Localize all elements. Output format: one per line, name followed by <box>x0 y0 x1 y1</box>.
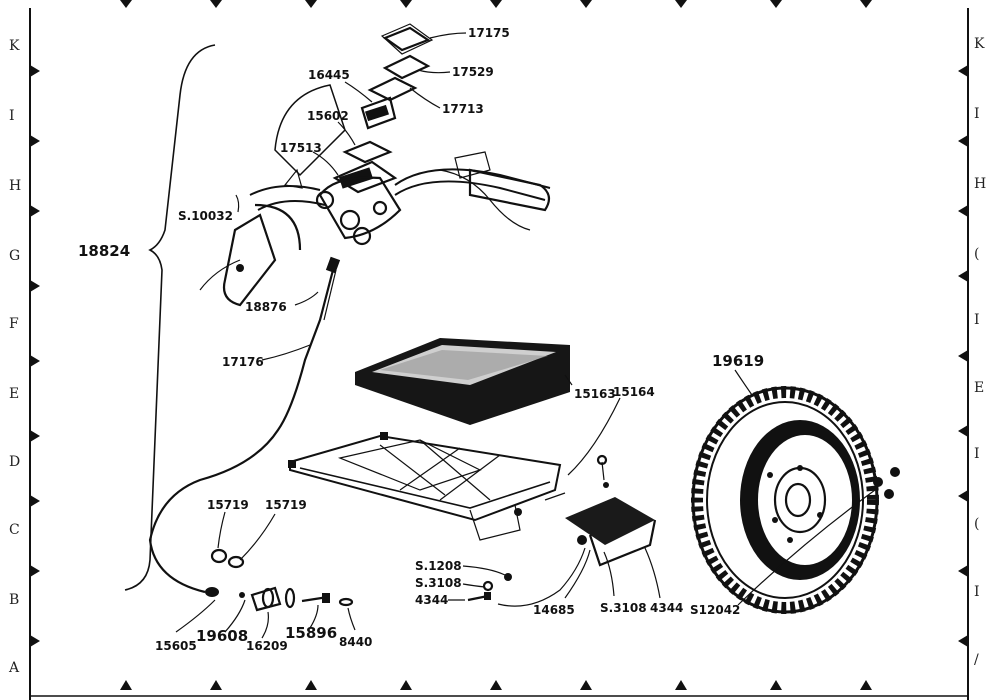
cable-17176 <box>148 256 341 597</box>
grid-left-i: I <box>9 108 15 124</box>
grid-right-f: I <box>974 312 980 328</box>
grid-left-d: D <box>9 454 20 470</box>
seat-15163 <box>355 338 570 425</box>
leader-lines <box>175 32 876 639</box>
label-4344-b: 4344 <box>650 601 683 615</box>
grid-right-e: E <box>974 380 984 396</box>
grid-right-h: H <box>974 176 986 192</box>
label-15602: 15602 <box>307 109 349 123</box>
label-s12042: S12042 <box>690 603 740 617</box>
grid-right-i: I <box>974 106 980 122</box>
label-16445: 16445 <box>308 68 350 82</box>
label-s3108-a: S.3108 <box>415 576 462 590</box>
label-19619: 19619 <box>712 352 764 370</box>
grid-left-k: K <box>9 38 20 54</box>
label-17713: 17713 <box>442 102 484 116</box>
label-15605: 15605 <box>155 639 197 653</box>
grid-right-g: ( <box>974 246 979 262</box>
grid-right-b: I <box>974 584 980 600</box>
grid-right-c: ( <box>974 516 979 532</box>
bracket-18824 <box>124 44 216 591</box>
luggage-rack <box>288 432 566 541</box>
grid-right-a: / <box>974 652 979 668</box>
label-s10032: S.10032 <box>178 209 233 223</box>
handlebar-assembly <box>199 23 551 307</box>
frame-markers <box>30 0 968 690</box>
label-s3108-b: S.3108 <box>600 601 647 615</box>
grid-letters-right: K I H ( I E I ( I / <box>974 36 986 668</box>
label-15896: 15896 <box>285 624 337 642</box>
label-19608: 19608 <box>196 627 248 645</box>
label-17529: 17529 <box>452 65 494 79</box>
label-17513: 17513 <box>280 141 322 155</box>
grid-letters-left: K I H G F E D C B A <box>8 38 21 676</box>
drive-parts <box>210 548 354 612</box>
grid-right-d: I <box>974 446 980 462</box>
grid-left-b: B <box>9 592 19 608</box>
grid-left-e: E <box>9 386 19 402</box>
label-16209: 16209 <box>246 639 288 653</box>
label-17175: 17175 <box>468 26 510 40</box>
label-17176: 17176 <box>222 355 264 369</box>
grid-left-c: C <box>9 522 20 538</box>
grid-left-a: A <box>8 660 20 676</box>
label-4344-a: 4344 <box>415 593 448 607</box>
label-18876: 18876 <box>245 300 287 314</box>
part-labels: 17175 17529 17713 16445 15602 17513 S.10… <box>78 26 764 653</box>
label-8440: 8440 <box>339 635 372 649</box>
label-15719-a: 15719 <box>207 498 249 512</box>
label-15163: 15163 <box>574 387 616 401</box>
label-15719-b: 15719 <box>265 498 307 512</box>
grid-right-k: K <box>974 36 985 52</box>
grid-left-f: F <box>9 316 19 332</box>
grid-left-h: H <box>9 178 21 194</box>
screws-left <box>467 573 512 602</box>
label-18824: 18824 <box>78 242 130 260</box>
grid-left-g: G <box>9 248 20 264</box>
label-15164: 15164 <box>613 385 655 399</box>
wheel-19619 <box>691 386 900 614</box>
label-14685: 14685 <box>533 603 575 617</box>
mount-14685 <box>565 454 657 567</box>
label-s1208: S.1208 <box>415 559 462 573</box>
